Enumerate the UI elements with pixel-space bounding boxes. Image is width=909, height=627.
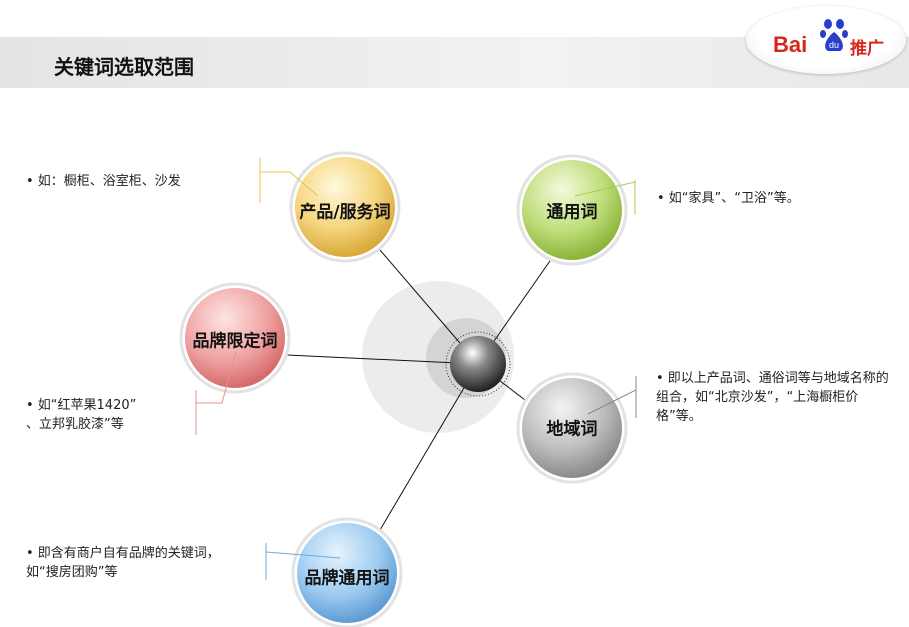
- note-brand-limited: • 如“红苹果1420” 、立邦乳胶漆”等: [26, 398, 137, 432]
- sphere-general: [522, 160, 622, 260]
- hub-dots: [445, 331, 511, 397]
- node-label-brand-general: 品牌通用词: [304, 568, 390, 589]
- note-region: • 即以上产品词、通俗词等与地域名称的组合，如“北京沙发”，“上海橱柜价格”等。: [656, 371, 889, 424]
- node-label-product: 产品/服务词: [299, 202, 391, 223]
- node-label-region: 地域词: [546, 419, 598, 440]
- sphere-region: [522, 378, 622, 478]
- sphere-brand-limited: [185, 288, 285, 388]
- note-brand-general: • 即含有商户自有品牌的关键词，如“搜房团购”等: [26, 546, 220, 580]
- sphere-product: [295, 157, 395, 257]
- baidu-logo: Bai du 推广: [746, 6, 906, 74]
- svg-text:du: du: [829, 40, 839, 50]
- paw-icon: du: [820, 19, 848, 51]
- note-general: • 如“家具”、“卫浴”等。: [657, 191, 800, 206]
- hub-sphere: [450, 336, 506, 392]
- note-product: • 如：橱柜、浴室柜、沙发: [26, 174, 181, 189]
- node-label-general: 通用词: [546, 202, 598, 223]
- page-title: 关键词选取范围: [54, 55, 194, 79]
- logo-text: Bai: [773, 32, 808, 57]
- sphere-brand-general: [297, 523, 397, 623]
- logo-suffix: 推广: [850, 39, 884, 59]
- node-label-brand-limited: 品牌限定词: [192, 331, 278, 352]
